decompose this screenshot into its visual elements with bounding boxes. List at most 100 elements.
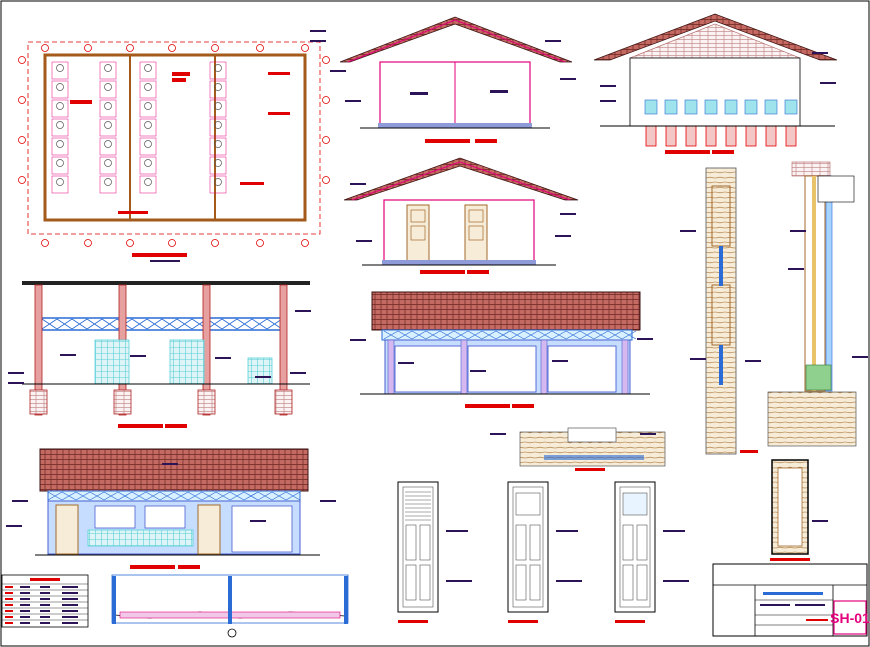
- column: [34, 284, 43, 416]
- annotation: [255, 376, 271, 378]
- grid-bubble: [84, 44, 92, 52]
- stall: [99, 99, 117, 118]
- pile: [685, 125, 697, 147]
- truss-brace: [383, 330, 399, 340]
- truss-brace: [397, 330, 413, 340]
- door-panel: [419, 564, 431, 601]
- side-elevation-section: [339, 16, 573, 143]
- stall: [99, 80, 117, 99]
- pile: [665, 125, 677, 147]
- stall: [209, 80, 227, 99]
- toilet-bay: [764, 99, 778, 115]
- annotation: [330, 70, 346, 72]
- door-panel: [529, 564, 541, 601]
- footing: [113, 389, 132, 415]
- stall: [139, 61, 157, 80]
- fixture: [56, 159, 64, 167]
- fixture: [56, 64, 64, 72]
- annotation: [490, 433, 506, 435]
- annotation: [446, 530, 468, 532]
- schedule-table: [1, 574, 89, 628]
- grid-bubble: [168, 239, 176, 247]
- annotation: [680, 230, 696, 232]
- annotation: [215, 357, 231, 359]
- annotation: [560, 78, 576, 80]
- grid-bubble: [322, 136, 330, 144]
- truss-brace: [221, 318, 238, 330]
- table-cell: [62, 604, 78, 606]
- table-cell: [5, 586, 13, 588]
- stall: [99, 118, 117, 137]
- grid-bubble: [18, 176, 26, 184]
- annotation: [812, 52, 828, 54]
- toilet-bay: [644, 99, 658, 115]
- truss-brace: [243, 491, 259, 501]
- truss-brace: [89, 491, 105, 501]
- truss-brace: [236, 318, 253, 330]
- stall: [99, 175, 117, 194]
- frame-section-detail: [770, 459, 810, 561]
- truss-brace: [257, 491, 273, 501]
- annotation: [663, 580, 689, 582]
- pier: [540, 339, 548, 395]
- table-cell: [5, 622, 13, 624]
- footing: [274, 389, 293, 415]
- grid-bubble: [211, 239, 219, 247]
- foundation-detail: [111, 574, 349, 638]
- stall: [209, 61, 227, 80]
- stall: [209, 175, 227, 194]
- annotation: [130, 355, 146, 357]
- truss-brace: [453, 330, 469, 340]
- fixture: [56, 102, 64, 110]
- table-cell: [40, 592, 50, 594]
- frame-section: [767, 161, 857, 447]
- grid-bubble: [322, 176, 330, 184]
- fixture: [104, 64, 112, 72]
- truss-brace: [56, 318, 73, 330]
- stall: [51, 80, 69, 99]
- truss-brace: [159, 491, 175, 501]
- truss-brace: [285, 491, 301, 501]
- grid-bubble: [18, 96, 26, 104]
- bay-panel: [547, 345, 617, 393]
- grid-bubble: [126, 239, 134, 247]
- annotation: [290, 372, 306, 374]
- annotation: [345, 100, 361, 102]
- annotation: [310, 30, 326, 32]
- annotation: [356, 240, 372, 242]
- annotation: [446, 580, 472, 582]
- table-cell: [20, 586, 30, 588]
- stall: [139, 137, 157, 156]
- pier: [460, 339, 468, 395]
- annotation: [556, 580, 582, 582]
- stall: [51, 137, 69, 156]
- annotation: [745, 360, 761, 362]
- stall: [209, 118, 227, 137]
- annotation: [470, 370, 486, 372]
- truss-brace: [86, 318, 103, 330]
- truss-brace: [101, 318, 118, 330]
- grid-bubble: [256, 44, 264, 52]
- footing: [197, 389, 216, 415]
- truss-brace: [509, 330, 525, 340]
- door-title: [508, 620, 538, 623]
- grid-bubble: [18, 136, 26, 144]
- truss-brace: [411, 330, 427, 340]
- grid-bubble: [18, 56, 26, 64]
- stall: [139, 80, 157, 99]
- truss-brace: [215, 491, 231, 501]
- annotation: [560, 213, 576, 215]
- table-cell: [5, 592, 13, 594]
- sheet-number: SH-01: [830, 610, 870, 626]
- stall: [209, 156, 227, 175]
- truss-brace: [187, 491, 203, 501]
- stall: [99, 61, 117, 80]
- annotation: [8, 372, 24, 374]
- annotation: [398, 362, 414, 364]
- front-elevation-section: [343, 157, 579, 274]
- annotation: [600, 85, 616, 87]
- fixture: [214, 64, 222, 72]
- toilet-bay: [744, 99, 758, 115]
- annotation: [320, 500, 336, 502]
- column: [279, 284, 288, 416]
